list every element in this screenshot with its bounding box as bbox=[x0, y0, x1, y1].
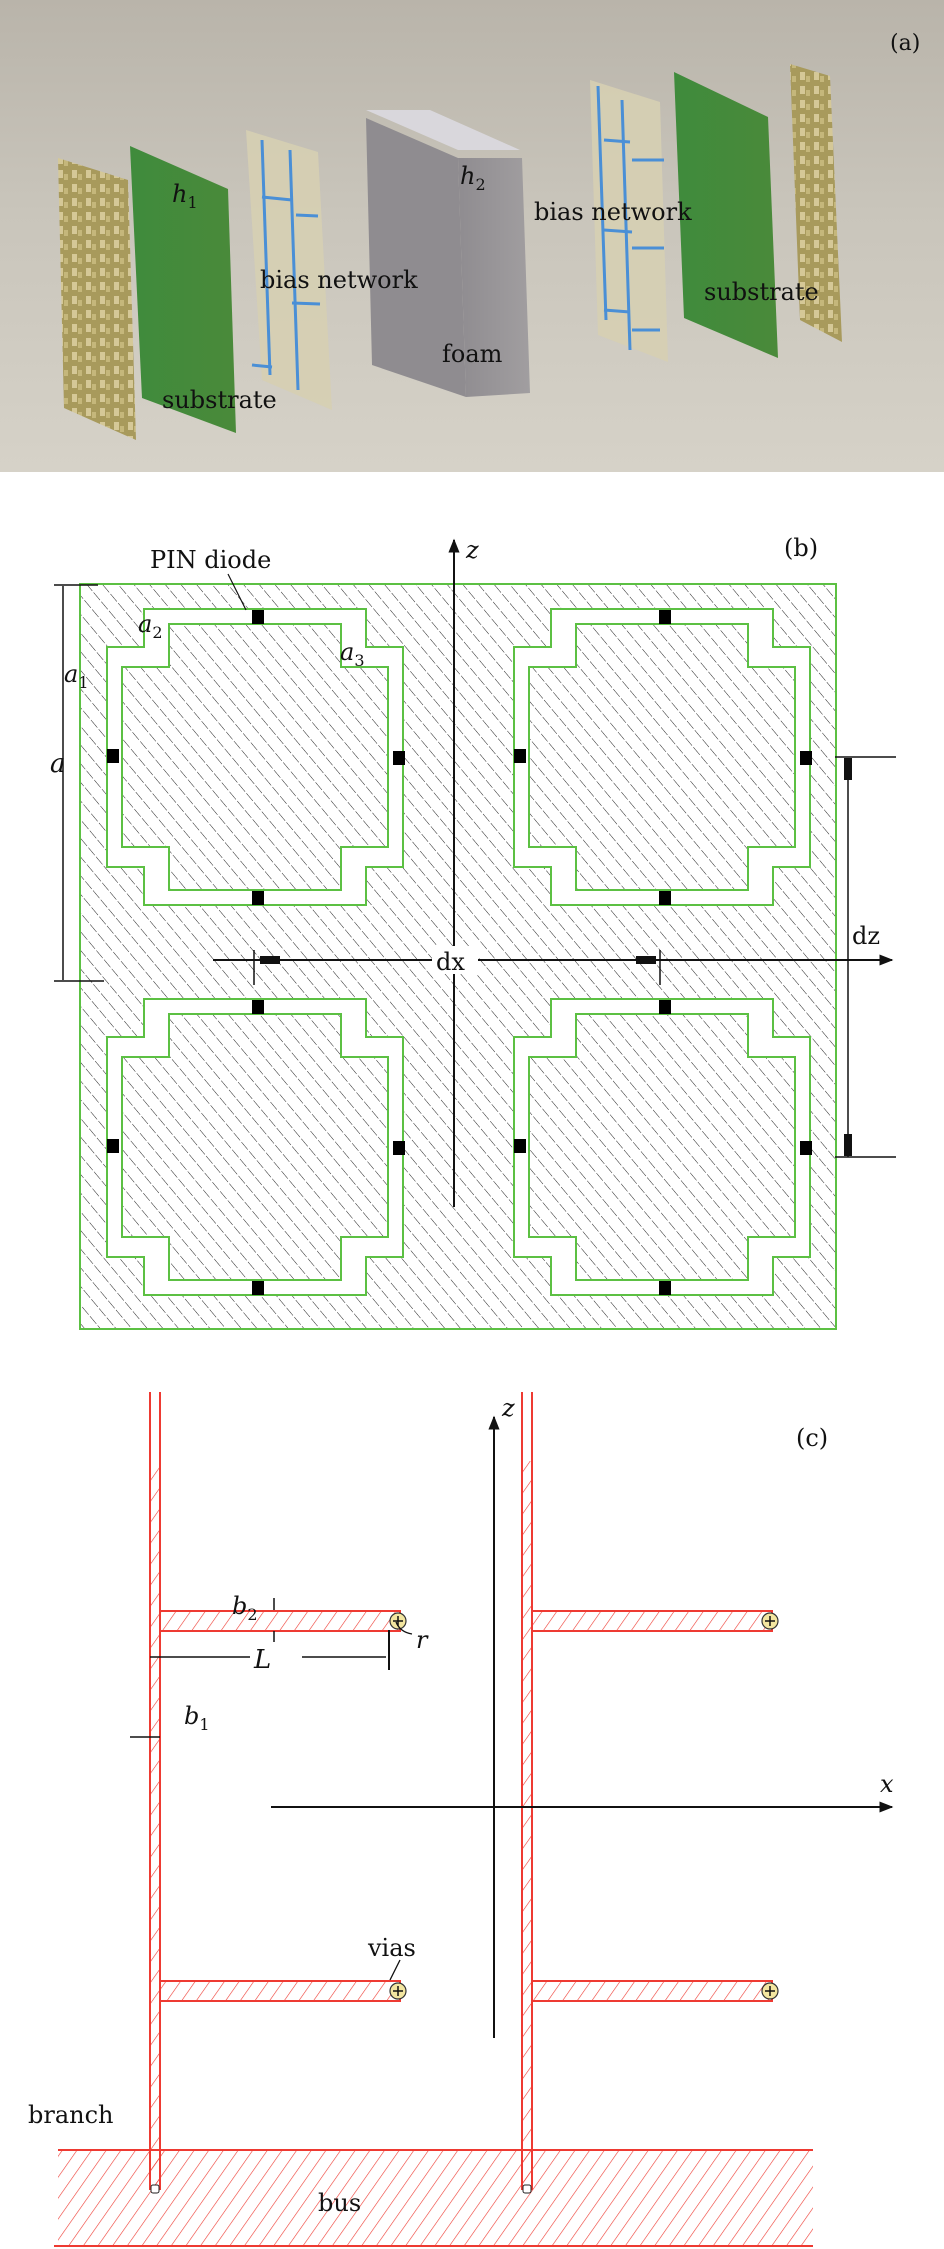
pin-diode bbox=[514, 1139, 526, 1153]
label-dz: dz bbox=[852, 922, 880, 950]
left-substrate bbox=[130, 146, 236, 433]
label-b2: b2 bbox=[232, 1592, 258, 1624]
dx-arrow-right bbox=[636, 956, 656, 964]
pin-diode bbox=[107, 749, 119, 763]
foam-top bbox=[366, 110, 520, 150]
label-a1: a1 bbox=[64, 660, 89, 692]
branch bbox=[521, 1392, 779, 2194]
pin-diode-leader bbox=[227, 573, 247, 611]
label-foam: foam bbox=[442, 340, 503, 368]
label-substrate-right: substrate bbox=[704, 278, 819, 306]
label-pin-diode: PIN diode bbox=[150, 546, 271, 574]
label-vias: vias bbox=[367, 1934, 416, 1962]
pin-diode bbox=[252, 891, 264, 905]
pin-diode bbox=[659, 891, 671, 905]
unit-cells bbox=[106, 608, 812, 1296]
left-metal-layer bbox=[58, 158, 136, 440]
pin-diode bbox=[800, 751, 812, 765]
panel-c-bias-network: (c) z x b2 L r b1 vias branch bus bbox=[0, 1360, 944, 2249]
label-axis-z: z bbox=[465, 536, 479, 564]
panel-b-svg: (b) PIN diode z a a1 a2 a3 dx dz bbox=[50, 534, 896, 1330]
label-branch: branch bbox=[28, 2101, 114, 2129]
right-bias-traces bbox=[596, 85, 664, 351]
pin-diode bbox=[659, 610, 671, 624]
pin-diode bbox=[393, 751, 405, 765]
label-axis-z: z bbox=[501, 1394, 515, 1422]
pin-diode bbox=[252, 1281, 264, 1295]
label-dx: dx bbox=[436, 948, 465, 976]
right-metal-layer bbox=[790, 64, 842, 342]
dx-label-bg bbox=[432, 946, 478, 974]
right-bias-board bbox=[590, 80, 668, 362]
label-bus: bus bbox=[318, 2189, 361, 2217]
L-label-bg bbox=[250, 1646, 302, 1670]
stub-trace bbox=[531, 1980, 773, 2002]
unit-cell bbox=[106, 608, 405, 906]
panel-c-svg: (c) z x b2 L r b1 vias branch bus bbox=[28, 1392, 894, 2247]
label-a3: a3 bbox=[340, 638, 365, 670]
inner-patch bbox=[121, 623, 389, 891]
dx-arrow-left bbox=[260, 956, 280, 964]
pin-diode bbox=[393, 1141, 405, 1155]
unit-cell bbox=[513, 998, 812, 1296]
inner-patch bbox=[528, 623, 796, 891]
label-bias-network-left: bias network bbox=[260, 266, 418, 294]
panel-c-tag: (c) bbox=[796, 1424, 828, 1452]
pin-diode bbox=[252, 1000, 264, 1014]
label-L: L bbox=[253, 1645, 271, 1675]
label-substrate-left: substrate bbox=[162, 386, 277, 414]
label-bias-network-right: bias network bbox=[534, 198, 692, 226]
pin-diode bbox=[252, 610, 264, 624]
vias-leader bbox=[389, 1959, 401, 1981]
stub-trace bbox=[159, 1610, 401, 1632]
label-a: a bbox=[50, 749, 66, 779]
panel-a-tag: (a) bbox=[890, 31, 920, 56]
unit-cell bbox=[106, 998, 405, 1296]
panel-b-unit-cell-layout: (b) PIN diode z a a1 a2 a3 dx dz bbox=[0, 500, 944, 1350]
stub-trace bbox=[531, 1610, 773, 1632]
panel-a-svg: (a) h1 h2 bias network bias network foam… bbox=[58, 31, 920, 440]
panel-b-tag: (b) bbox=[784, 534, 818, 562]
pin-diode bbox=[659, 1000, 671, 1014]
branch-lines bbox=[149, 1392, 779, 2194]
label-a2: a2 bbox=[138, 610, 163, 642]
label-axis-x: x bbox=[880, 1770, 894, 1798]
left-bias-traces bbox=[251, 139, 321, 391]
inner-patch bbox=[121, 1013, 389, 1281]
label-h1: h1 bbox=[172, 180, 198, 212]
branch-trace bbox=[150, 1461, 160, 2191]
branch-trace bbox=[522, 1461, 532, 2191]
right-substrate bbox=[674, 72, 778, 358]
label-r: r bbox=[416, 1626, 429, 1654]
label-h2: h2 bbox=[460, 162, 486, 194]
pin-diode bbox=[514, 749, 526, 763]
pin-diode bbox=[800, 1141, 812, 1155]
pin-diode bbox=[107, 1139, 119, 1153]
foam-left-face bbox=[366, 118, 466, 397]
panel-a-exploded-view: (a) h1 h2 bias network bias network foam… bbox=[0, 0, 944, 472]
unit-cell bbox=[513, 608, 812, 906]
branch-end-via bbox=[522, 2184, 532, 2194]
pin-diode bbox=[659, 1281, 671, 1295]
branch-end-via bbox=[150, 2184, 160, 2194]
stub-trace bbox=[159, 1980, 401, 2002]
r-leader bbox=[395, 1621, 413, 1635]
branch bbox=[149, 1392, 407, 2194]
bus-line bbox=[58, 2150, 813, 2246]
label-b1: b1 bbox=[184, 1702, 210, 1734]
inner-patch bbox=[528, 1013, 796, 1281]
dz-arrow-bottom bbox=[844, 1134, 852, 1156]
foam-front-face bbox=[458, 158, 530, 397]
dz-arrow-top bbox=[844, 758, 852, 780]
